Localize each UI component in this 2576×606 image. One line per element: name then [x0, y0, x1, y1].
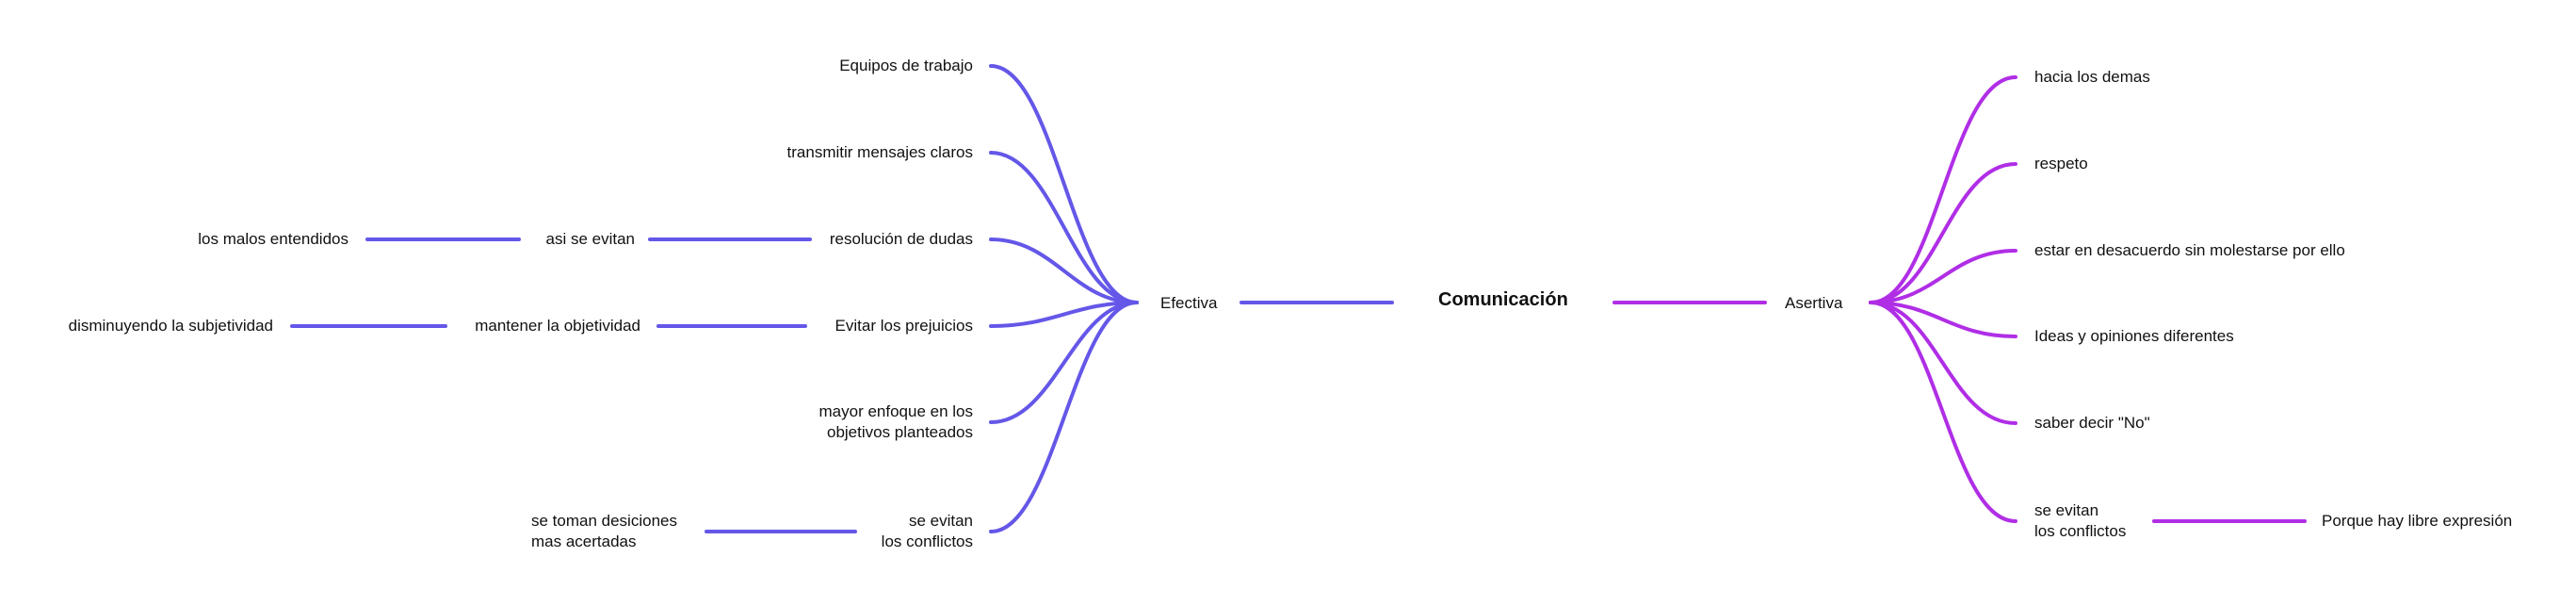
connector-asertiva-2 — [1869, 249, 2017, 304]
node-asertiva-0[interactable]: hacia los demas — [2034, 67, 2150, 88]
node-efectiva-2-chain-1-line: los malos entendidos — [198, 230, 348, 248]
node-asertiva-3[interactable]: Ideas y opiniones diferentes — [2034, 326, 2234, 347]
node-efectiva-3-chain-1-line: disminuyendo la subjetividad — [68, 317, 273, 335]
node-efectiva-4[interactable]: mayor enfoque en los objetivos planteados — [819, 401, 974, 443]
connector-asertiva-1 — [1869, 162, 2017, 304]
connector-efectiva-3 — [989, 301, 1139, 328]
root-node-comunicacion[interactable]: Comunicación — [1438, 289, 1568, 310]
node-efectiva-1[interactable]: transmitir mensajes claros — [787, 142, 973, 163]
connector-efectiva-1 — [989, 151, 1139, 304]
node-asertiva-2[interactable]: estar en desacuerdo sin molestarse por e… — [2034, 240, 2345, 261]
node-asertiva-5-line: los conflictos — [2034, 522, 2127, 540]
node-asertiva-5-chain-0-line: Porque hay libre expresión — [2322, 512, 2513, 530]
node-efectiva-3-chain-0[interactable]: mantener la objetividad — [475, 316, 640, 336]
node-efectiva-2-chain-0-line: asi se evitan — [545, 230, 636, 248]
node-efectiva-5-line: se evitan — [908, 512, 973, 530]
node-efectiva-4-line: objetivos planteados — [826, 423, 973, 441]
node-asertiva-4[interactable]: saber decir "No" — [2034, 413, 2150, 434]
connector-asertiva-0 — [1869, 75, 2017, 304]
branch-node-asertiva[interactable]: Asertiva — [1785, 294, 1843, 312]
node-efectiva-1-line: transmitir mensajes claros — [786, 143, 973, 161]
node-efectiva-5-chain-0-line: mas acertadas — [531, 532, 637, 550]
node-asertiva-1-line: respeto — [2034, 155, 2088, 172]
node-efectiva-3-chain-0-line: mantener la objetividad — [475, 317, 640, 335]
node-asertiva-5-line: se evitan — [2034, 501, 2099, 519]
node-asertiva-2-line: estar en desacuerdo sin molestarse por e… — [2034, 241, 2345, 259]
node-efectiva-0-line: Equipos de trabajo — [839, 57, 973, 74]
node-asertiva-4-line: saber decir "No" — [2034, 414, 2150, 432]
connector-efectiva-0 — [989, 64, 1139, 304]
node-asertiva-5[interactable]: se evitan los conflictos — [2034, 500, 2126, 542]
node-efectiva-3-line: Evitar los prejuicios — [834, 317, 973, 335]
node-efectiva-2-line: resolución de dudas — [829, 230, 973, 248]
connector-efectiva-2 — [989, 237, 1139, 304]
connector-asertiva-5 — [1869, 301, 2017, 523]
node-asertiva-3-line: Ideas y opiniones diferentes — [2034, 327, 2234, 345]
connector-efectiva-5 — [989, 301, 1139, 533]
node-efectiva-2[interactable]: resolución de dudas — [830, 229, 973, 250]
node-asertiva-5-chain-0[interactable]: Porque hay libre expresión — [2322, 511, 2512, 532]
node-asertiva-1[interactable]: respeto — [2034, 154, 2088, 174]
node-efectiva-5[interactable]: se evitan los conflictos — [882, 511, 973, 552]
node-efectiva-0[interactable]: Equipos de trabajo — [839, 56, 973, 76]
node-efectiva-2-chain-0[interactable]: asi se evitan — [546, 229, 636, 250]
node-asertiva-0-line: hacia los demas — [2034, 68, 2150, 86]
node-efectiva-5-chain-0-line: se toman desiciones — [531, 512, 677, 530]
node-efectiva-2-chain-1[interactable]: los malos entendidos — [198, 229, 348, 250]
connector-efectiva-4 — [989, 301, 1139, 424]
connector-asertiva-3 — [1869, 301, 2017, 338]
node-efectiva-5-line: los conflictos — [881, 532, 973, 550]
connector-asertiva-4 — [1869, 301, 2017, 425]
branch-node-efectiva[interactable]: Efectiva — [1160, 294, 1218, 312]
node-efectiva-5-chain-0[interactable]: se toman desiciones mas acertadas — [531, 511, 677, 552]
node-efectiva-3-chain-1[interactable]: disminuyendo la subjetividad — [69, 316, 273, 336]
node-efectiva-4-line: mayor enfoque en los — [818, 402, 974, 420]
node-efectiva-3[interactable]: Evitar los prejuicios — [835, 316, 973, 336]
